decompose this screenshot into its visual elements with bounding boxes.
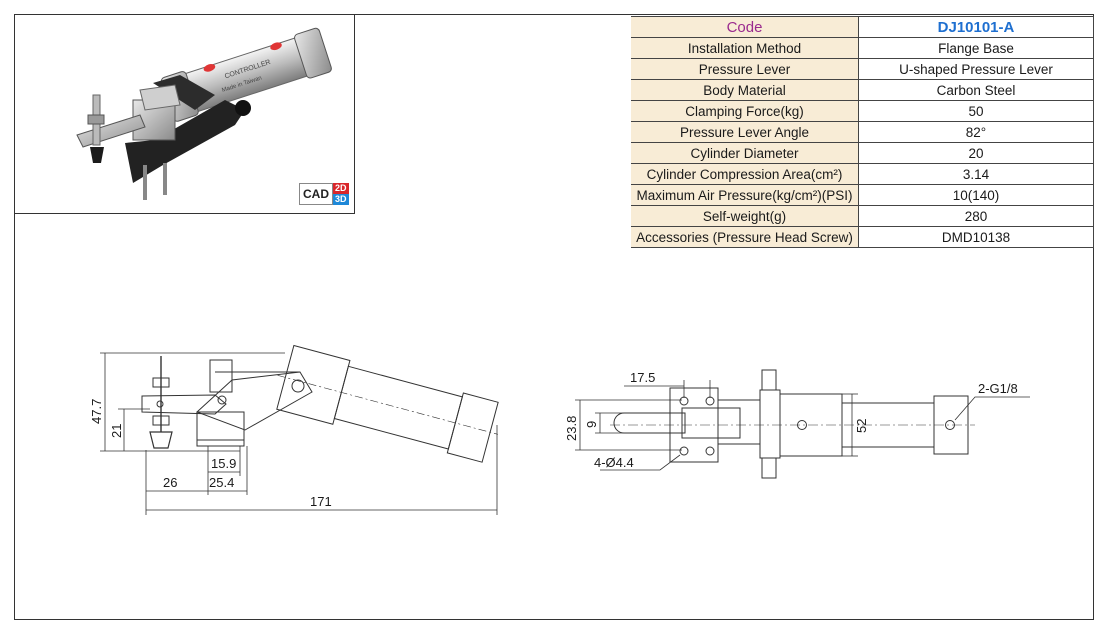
spec-row-label: Cylinder Diameter: [631, 142, 859, 164]
side-cylinder-endcap: [446, 392, 499, 463]
cad-3d-label: 3D: [333, 194, 349, 205]
side-pressure-arm: [141, 394, 227, 415]
photo-spindle-nut: [87, 114, 105, 125]
spec-row-label: Pressure Lever Angle: [631, 121, 859, 143]
drawing-frame: [14, 14, 1094, 620]
side-dim-pivot: 25.4: [209, 475, 234, 490]
spec-row-value: 50: [858, 100, 1094, 122]
top-hole-4: [705, 446, 715, 456]
top-hole-1: [679, 396, 689, 406]
side-dim-total-length: 171: [310, 494, 332, 509]
side-dim-lower-height: 21: [109, 424, 124, 438]
spec-row-value: Flange Base: [858, 37, 1094, 59]
side-base: [196, 411, 245, 447]
spec-row-value: 20: [858, 142, 1094, 164]
top-pin-top: [761, 369, 777, 391]
photo-bracket-top: [153, 75, 215, 110]
top-dim-hole-pitch: 17.5: [630, 370, 655, 385]
spec-row: Accessories (Pressure Head Screw)DMD1013…: [631, 226, 1094, 248]
side-pressure-tip: [149, 431, 173, 449]
side-pivot-small: [217, 395, 227, 405]
top-dim-slot: 9: [584, 421, 599, 428]
side-pivot-main: [291, 379, 305, 393]
spec-row-label: Accessories (Pressure Head Screw): [631, 226, 859, 248]
top-hole-2: [705, 396, 715, 406]
top-leader-holes: [600, 454, 681, 471]
product-photo: CONTROLLER Made in Taiwan: [76, 27, 332, 200]
side-spindle-nut-bottom: [152, 415, 170, 426]
photo-handle-link: [139, 84, 181, 111]
spec-header-row: Code DJ10101-A: [631, 16, 1094, 38]
spec-row-value: U-shaped Pressure Lever: [858, 58, 1094, 80]
top-bracket: [759, 389, 781, 459]
cad-label: CAD: [299, 183, 333, 205]
spec-row-value: DMD10138: [858, 226, 1094, 248]
cad-badge[interactable]: CAD 2D 3D: [299, 183, 349, 205]
spec-row-label: Maximum Air Pressure(kg/cm²)(PSI): [631, 184, 859, 206]
photo-port-1: [203, 64, 216, 72]
spec-row-label: Installation Method: [631, 37, 859, 59]
photo-cylinder-endcap: [294, 27, 332, 79]
photo-pivot: [235, 100, 251, 116]
side-arm-pivot: [156, 400, 164, 408]
spec-row-label: Pressure Lever: [631, 58, 859, 80]
spec-row: Maximum Air Pressure(kg/cm²)(PSI)10(140): [631, 184, 1094, 206]
spec-row-label: Cylinder Compression Area(cm²): [631, 163, 859, 185]
side-dim-offset: 26: [163, 475, 177, 490]
spec-row-label: Clamping Force(kg): [631, 100, 859, 122]
side-cylinder-center: [277, 375, 498, 435]
side-dim-total-height: 47.7: [89, 399, 104, 424]
top-dim-port: 2-G1/8: [978, 381, 1018, 396]
top-pin-bottom: [761, 457, 777, 479]
photo-pressure-tip: [90, 147, 104, 163]
spec-row-label: Self-weight(g): [631, 205, 859, 227]
top-link-arm: [717, 399, 761, 445]
spec-row-value: 3.14: [858, 163, 1094, 185]
photo-screw-2: [163, 163, 167, 195]
spec-row-value: 82°: [858, 121, 1094, 143]
photo-port-2: [270, 42, 282, 51]
spec-row-label: Body Material: [631, 79, 859, 101]
spec-row-value: 10(140): [858, 184, 1094, 206]
spec-row: Self-weight(g)280: [631, 205, 1094, 227]
photo-screw-1: [143, 165, 147, 200]
cad-2d-label: 2D: [333, 183, 349, 194]
spec-row-value: 280: [858, 205, 1094, 227]
spec-header-label: Code: [631, 16, 859, 38]
top-linkage: [681, 407, 741, 439]
top-dim-hole-spec: 4-Ø4.4: [594, 455, 634, 470]
spec-row: Cylinder Compression Area(cm²)3.14: [631, 163, 1094, 185]
side-link-plate: [196, 371, 313, 431]
product-photo-panel: CONTROLLER Made in Taiwan CAD 2D 3D: [14, 14, 355, 214]
spec-row: Clamping Force(kg)50: [631, 100, 1094, 122]
spec-header-value: DJ10101-A: [858, 16, 1094, 38]
top-dim-cyl-height: 52: [854, 419, 869, 433]
side-dim-base-width: 15.9: [211, 456, 236, 471]
top-hole-3: [679, 446, 689, 456]
side-spindle-nut-top: [152, 377, 170, 388]
side-linkage: [209, 359, 233, 393]
photo-bracket: [125, 100, 245, 183]
spec-row-value: Carbon Steel: [858, 79, 1094, 101]
top-dim-base-height: 23.8: [564, 416, 579, 441]
top-leader-port: [954, 396, 1030, 421]
top-slot: [613, 412, 686, 434]
